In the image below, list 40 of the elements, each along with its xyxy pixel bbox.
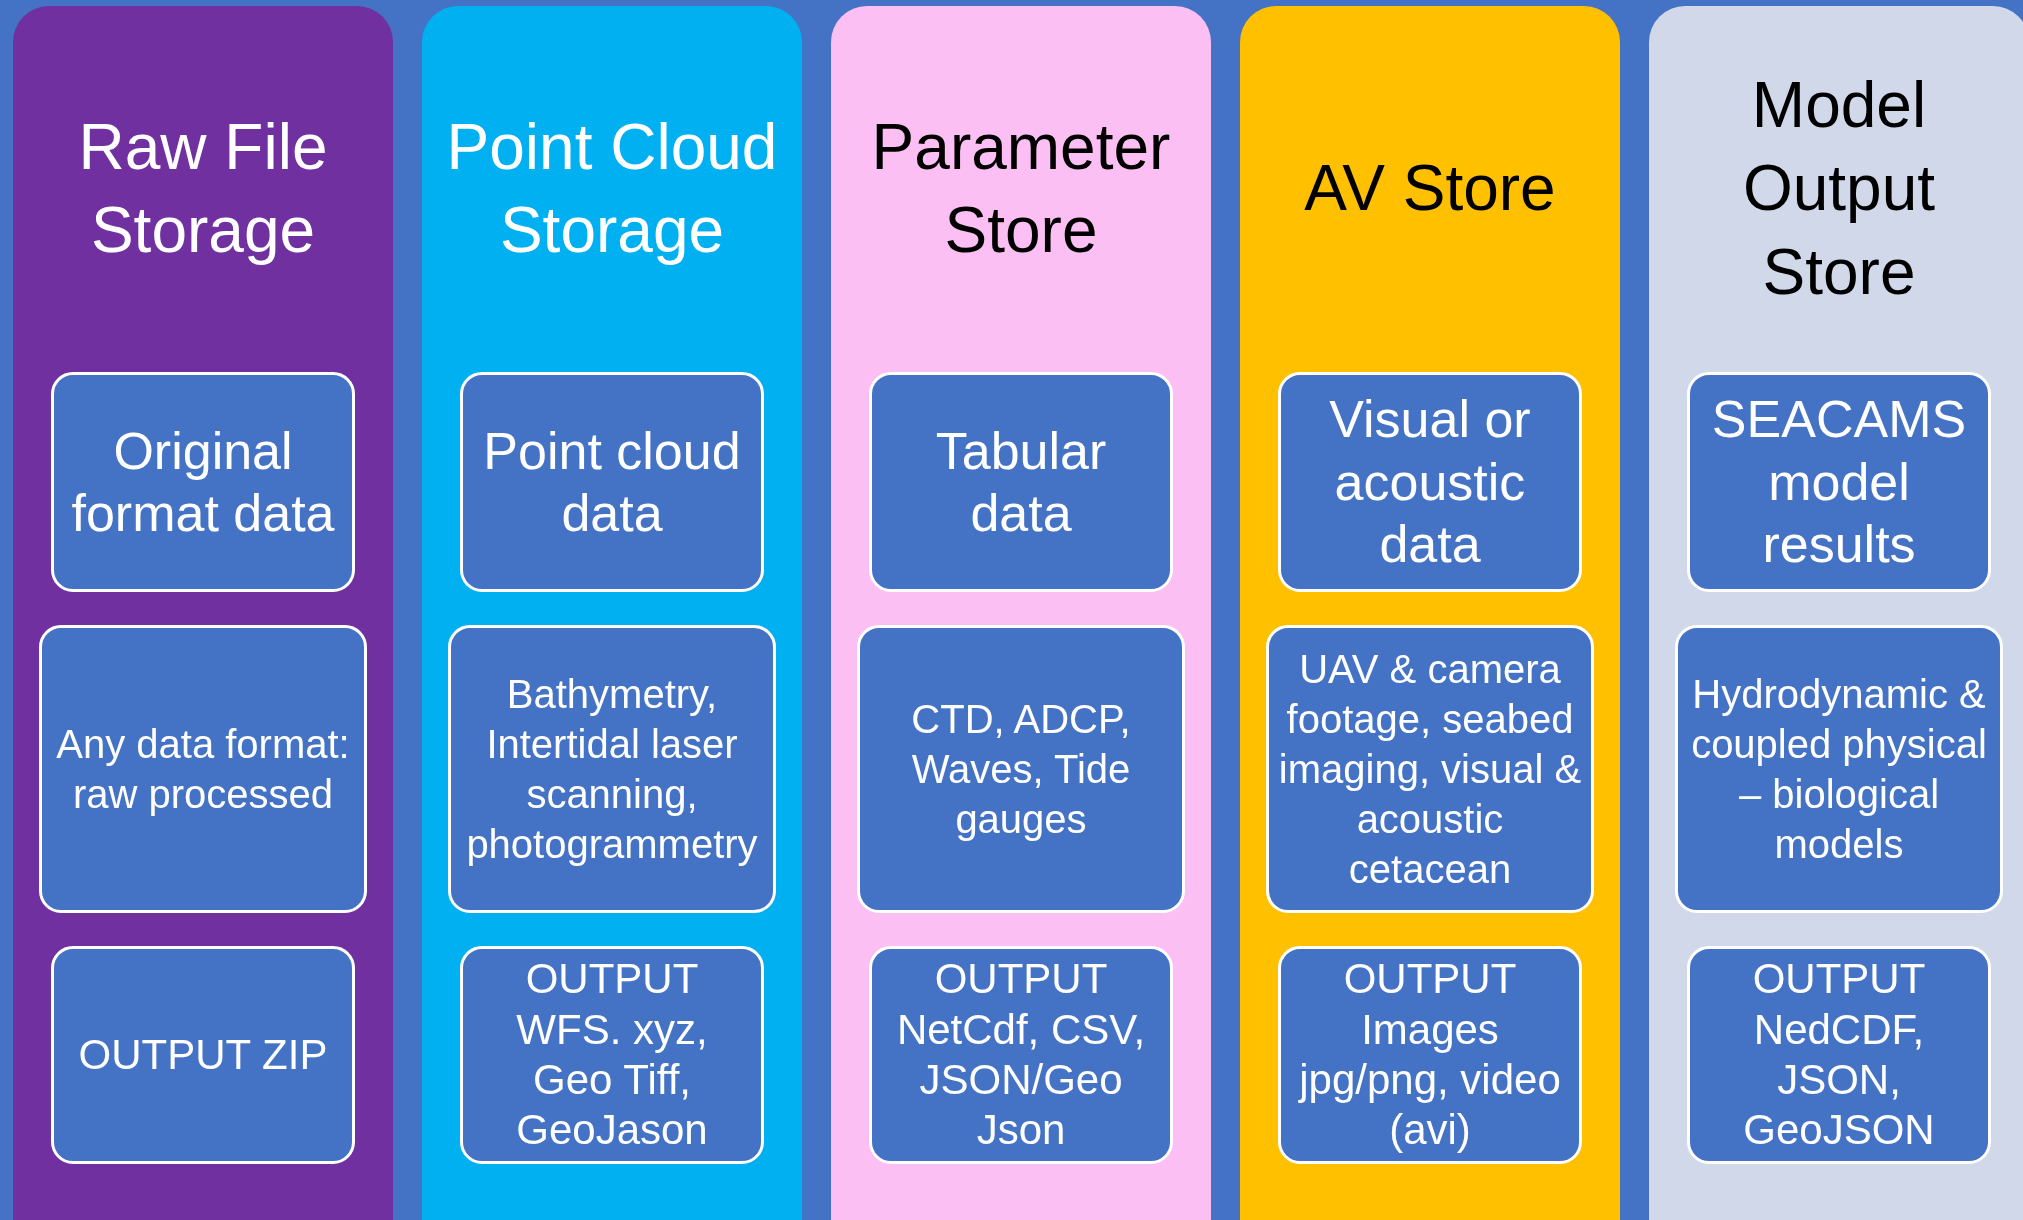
store-column (1240, 6, 1620, 1220)
store-column (13, 6, 393, 1220)
data-box (448, 625, 776, 913)
box-text: OUTPUT NetCdf, CSV, JSON/Geo Json (895, 954, 1147, 1156)
store-column (831, 6, 1211, 1220)
column-title: Parameter Store (870, 109, 1172, 268)
box-text: UAV & camera footage, seabed imaging, visual & acoustic cetacean (1277, 646, 1583, 893)
data-box (460, 946, 764, 1164)
box-text: OUTPUT NedCDF, JSON, GeoJSON (1742, 954, 1936, 1156)
column-title: Point Cloud Storage (445, 109, 779, 268)
box-text: OUTPUT WFS. xyz, Geo Tiff, GeoJason (515, 954, 709, 1156)
data-box (1687, 946, 1991, 1164)
data-box (1687, 372, 1991, 592)
box-text: Visual or acoustic data (1328, 389, 1532, 576)
data-box (39, 625, 367, 913)
box-text: Tabular data (934, 420, 1108, 544)
box-text: Hydrodynamic & coupled physical – biological models (1690, 671, 1988, 868)
box-text: Point cloud data (482, 420, 742, 544)
data-box (857, 625, 1185, 913)
box-text: OUTPUT Images jpg/png, video (avi) (1297, 954, 1562, 1156)
box-text: Bathymetry, Intertidal laser scanning, photogrammetry (465, 671, 759, 868)
store-column (422, 6, 802, 1220)
box-text: SEACAMS model results (1710, 389, 1968, 576)
box-text: Original format data (70, 420, 336, 544)
box-text: Any data format: raw processed (55, 721, 351, 818)
data-box (51, 946, 355, 1164)
box-text: OUTPUT ZIP (78, 1029, 328, 1080)
data-box (51, 372, 355, 592)
data-box (460, 372, 764, 592)
data-box (869, 372, 1173, 592)
data-box (1266, 625, 1594, 913)
column-title: Raw File Storage (77, 109, 329, 268)
data-box (1278, 946, 1582, 1164)
column-title: AV Store (1304, 151, 1556, 227)
box-text: CTD, ADCP, Waves, Tide gauges (910, 696, 1132, 843)
data-box (1675, 625, 2003, 913)
data-box (869, 946, 1173, 1164)
data-box (1278, 372, 1582, 592)
store-column (1649, 6, 2023, 1220)
column-title: Model Output Store (1741, 68, 1937, 310)
